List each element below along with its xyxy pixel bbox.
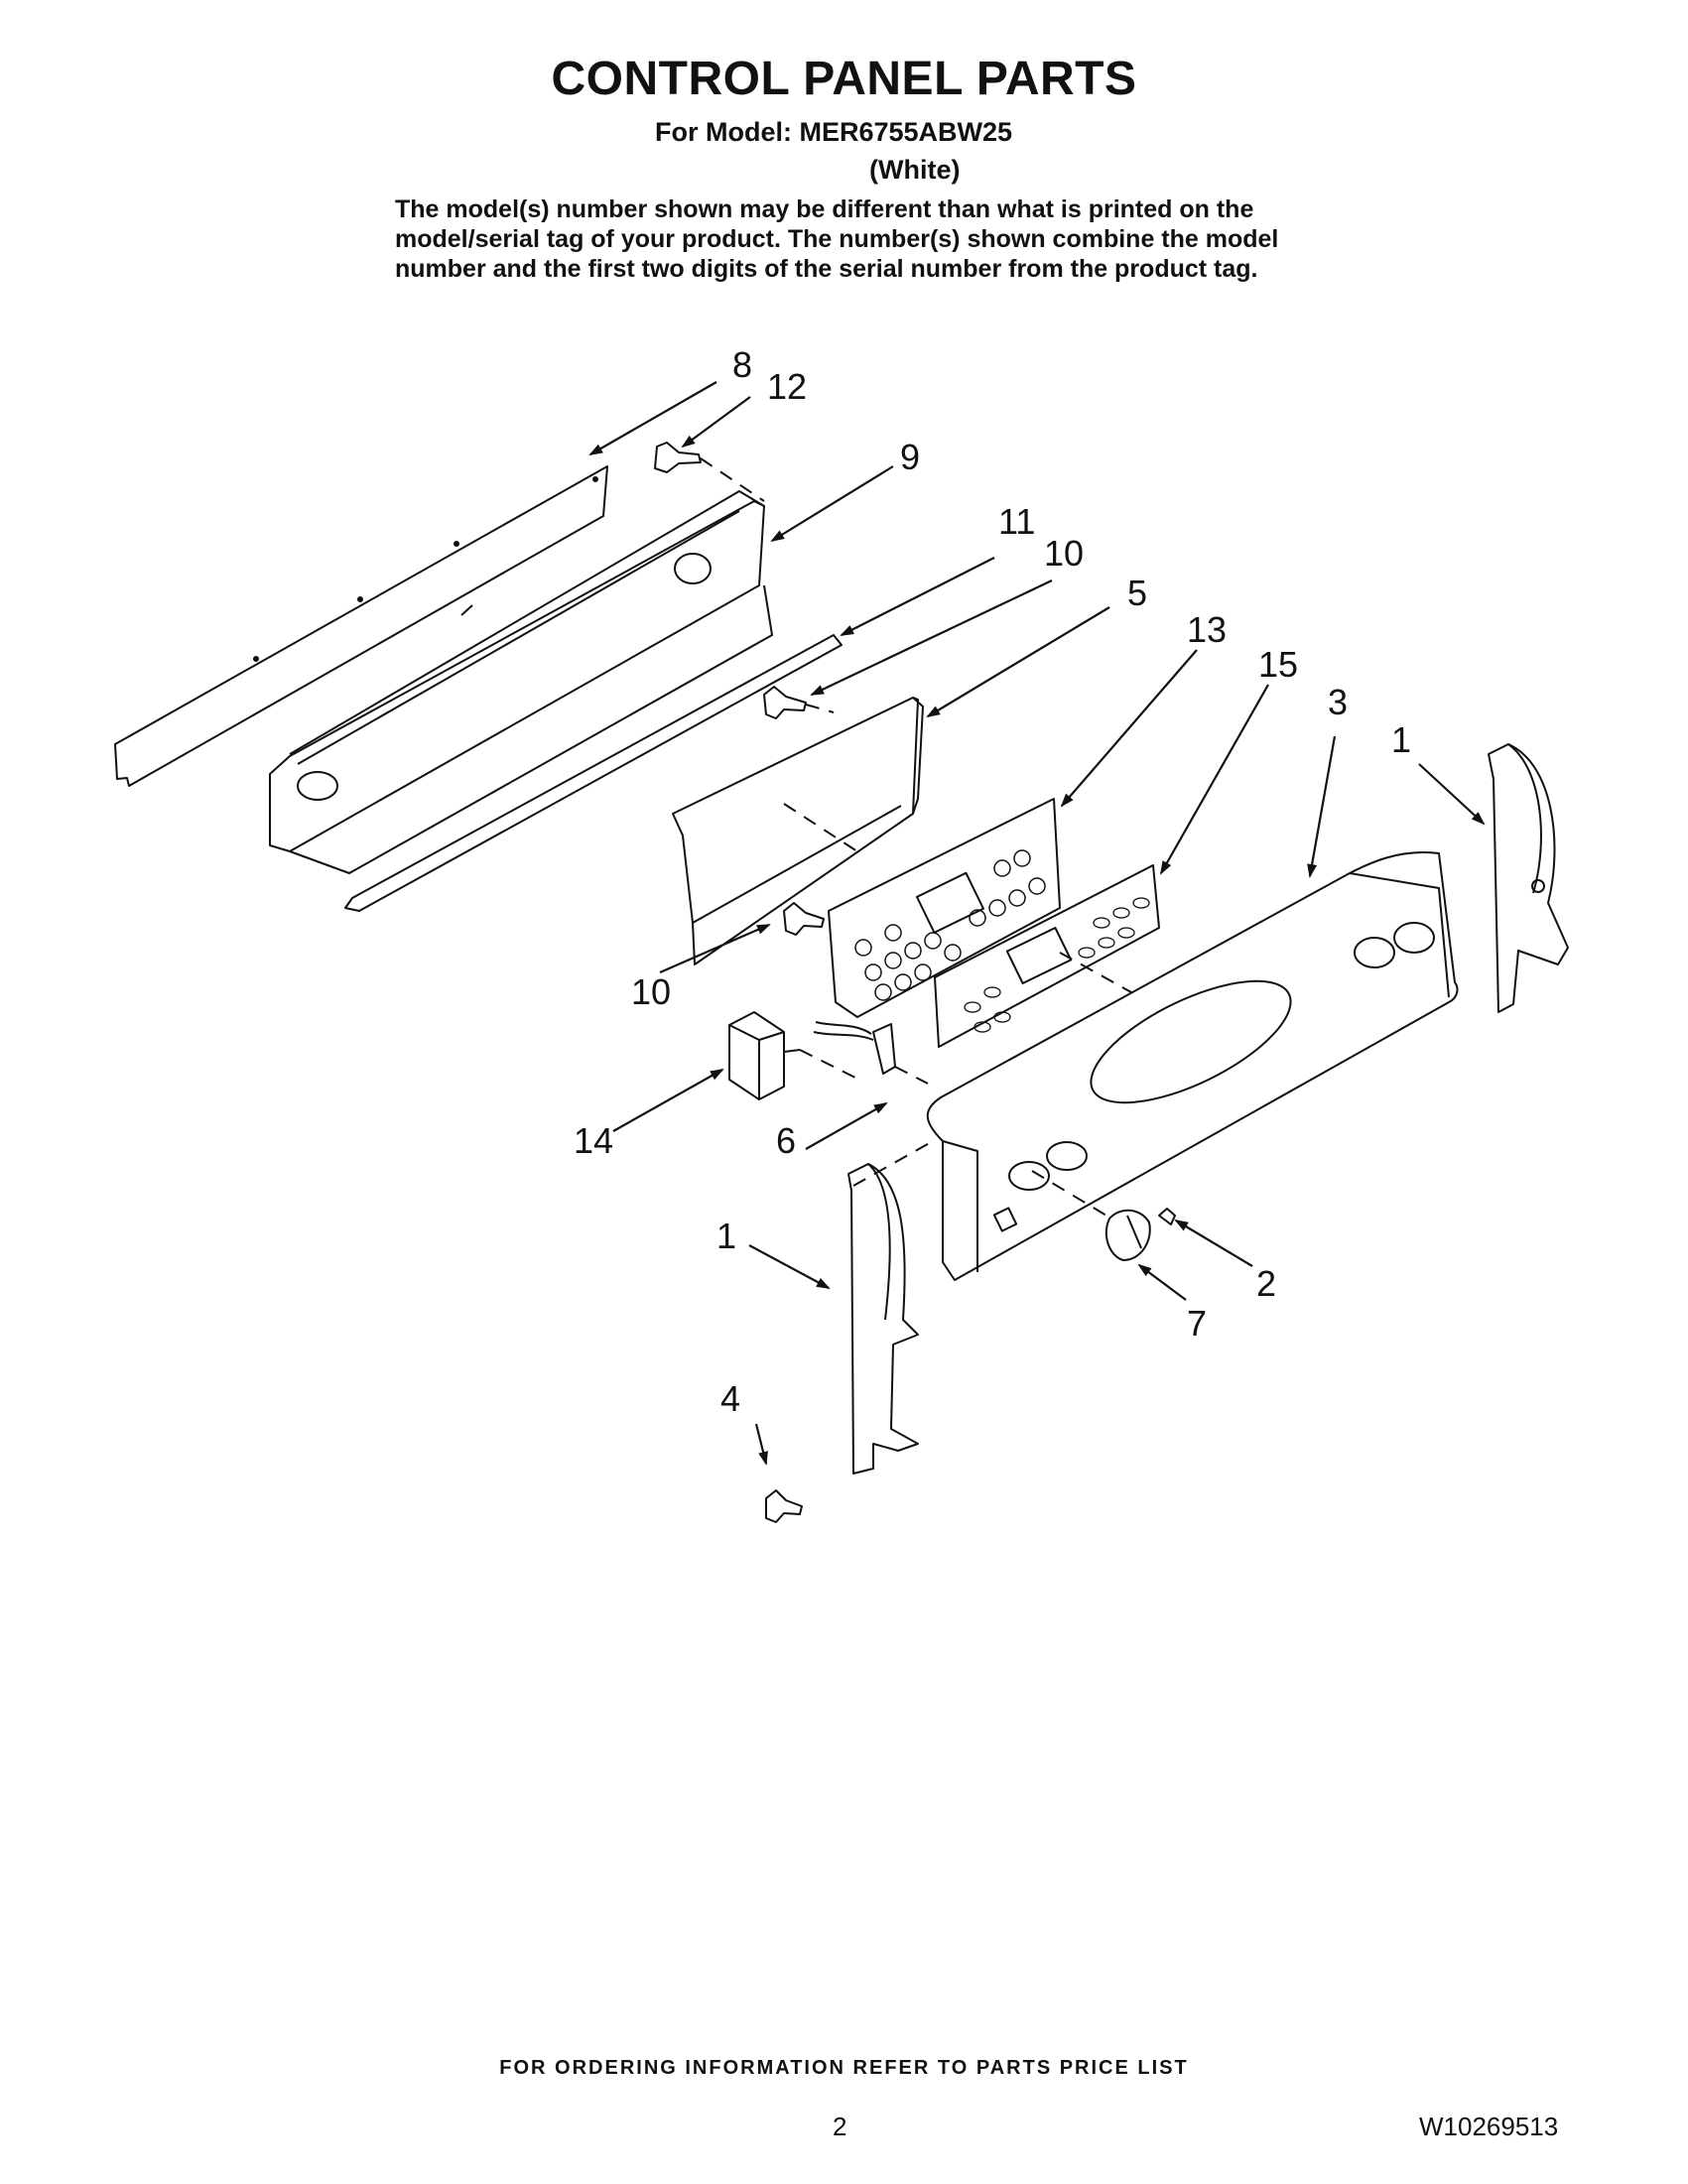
callout-14: 14: [574, 1120, 613, 1161]
ordering-footer: FOR ORDERING INFORMATION REFER TO PARTS …: [499, 2057, 1189, 2079]
callout-11: 11: [998, 501, 1035, 542]
part-15-membrane: [934, 864, 1160, 1048]
callout-10-lower: 10: [631, 971, 671, 1012]
part-7-knob: [1104, 1209, 1151, 1261]
callout-10-upper: 10: [1044, 533, 1084, 574]
model-note: The model(s) number shown may be differe…: [395, 195, 1279, 283]
part-12-screw: [654, 442, 702, 473]
part-3-console: [926, 851, 1459, 1281]
part-10-screw-upper: [763, 686, 807, 719]
part-1-end-cap-left: [847, 1163, 919, 1475]
part-9-housing: [269, 500, 765, 852]
part-5-board-cover: [672, 697, 919, 965]
callout-1-right: 1: [1391, 719, 1411, 760]
color-line: (White): [869, 155, 961, 185]
callout-3: 3: [1328, 682, 1348, 722]
callout-8: 8: [732, 344, 752, 385]
part-10-screw-lower: [783, 902, 825, 936]
part-14-infinite-switch: [728, 1011, 785, 1100]
part-11-bracket: [344, 634, 843, 912]
part-1-end-cap-right: [1488, 743, 1569, 1013]
page-number: 2: [833, 2112, 847, 2141]
part-8-back-panel: [114, 465, 608, 787]
callout-2: 2: [1256, 1263, 1276, 1304]
part-2-screw: [1158, 1208, 1176, 1225]
callout-9: 9: [900, 437, 920, 477]
model-line: For Model: MER6755ABW25: [655, 117, 1013, 147]
part-4-screw: [765, 1489, 803, 1523]
callout-12: 12: [767, 366, 807, 407]
page-title: CONTROL PANEL PARTS: [551, 53, 1137, 105]
callout-13: 13: [1187, 609, 1227, 650]
part-6-harness: [872, 1023, 896, 1075]
document-number: W10269513: [1419, 2112, 1559, 2141]
callout-15: 15: [1258, 644, 1298, 685]
callout-6: 6: [776, 1120, 796, 1161]
callout-1-left: 1: [716, 1216, 736, 1256]
callout-7: 7: [1187, 1303, 1207, 1344]
callout-4: 4: [720, 1378, 740, 1419]
part-13-control-board: [828, 798, 1061, 1018]
callout-5: 5: [1127, 573, 1147, 613]
